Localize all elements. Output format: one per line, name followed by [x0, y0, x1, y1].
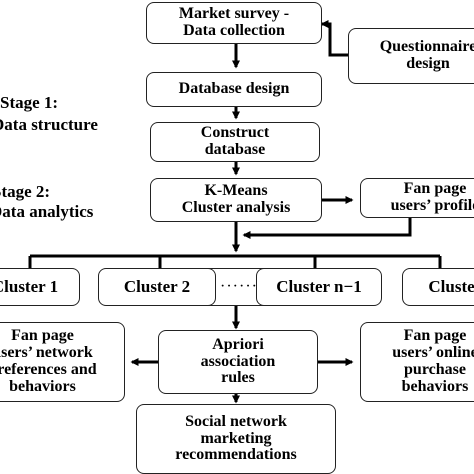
social-line3: recommendations [175, 446, 297, 464]
cluster-1-label: Cluster 1 [0, 277, 59, 297]
kmeans-line1: K-Means [204, 182, 268, 200]
arrow-questionnaire-to-survey [320, 20, 350, 57]
construct-database-box: Construct database [150, 122, 320, 162]
social-network-box: Social network marketing recommendations [136, 404, 336, 474]
stage1-title: Stage 1: [0, 93, 59, 112]
fan-profile-line2: users’ profile [390, 197, 474, 214]
market-survey-line2: Data collection [183, 22, 285, 39]
fan-purchase-line3: purchase [404, 361, 466, 378]
stage2-title: Stage 2: [0, 182, 51, 201]
database-design-line1: Database design [178, 80, 290, 98]
fan-network-line2: users’ network [0, 344, 93, 362]
kmeans-cluster-box: K-Means Cluster analysis [150, 178, 322, 222]
fan-network-line1: Fan page [11, 327, 74, 345]
social-line2: marketing [200, 429, 272, 447]
fan-purchase-line4: behaviors [401, 377, 469, 395]
construct-line1: Construct [200, 124, 270, 142]
database-design-box: Database design [146, 72, 322, 107]
cluster-1-box: Cluster 1 [0, 268, 80, 306]
fan-page-network-box: Fan page users’ network preferences and … [0, 322, 125, 402]
cluster-n-box: Cluster n [402, 268, 474, 306]
cluster-n-label: Cluster n [428, 277, 474, 297]
cluster-n-1-box: Cluster n−1 [256, 268, 382, 306]
fan-page-profile-box: Fan page users’ profile [360, 178, 474, 218]
apriori-line1: Apriori [212, 335, 264, 353]
market-survey-line1: Market survey - [178, 5, 290, 23]
fan-page-purchase-box: Fan page users’ online purchase behavior… [360, 322, 474, 402]
cluster-2-box: Cluster 2 [98, 268, 216, 306]
fan-network-line3: preferences and [0, 361, 97, 378]
questionnaire-line2: design [406, 55, 450, 72]
cluster-ellipsis: ······· [220, 278, 265, 295]
cluster-2-label: Cluster 2 [123, 277, 191, 297]
questionnaire-line1: Questionnaire [379, 38, 474, 56]
stage2-subtitle: Data analytics [0, 202, 94, 221]
social-line1: Social network [185, 412, 287, 430]
apriori-line3: rules [221, 369, 255, 387]
market-survey-box: Market survey - Data collection [146, 2, 322, 44]
fan-profile-line1: Fan page [403, 180, 467, 198]
arrow-profile-to-kmeans [242, 218, 412, 239]
questionnaire-design-box: Questionnaire design [348, 28, 474, 84]
cluster-n-1-label: Cluster n−1 [276, 277, 362, 297]
construct-line2: database [204, 141, 266, 158]
stage1-subtitle: Data structure [0, 115, 98, 134]
kmeans-line2: Cluster analysis [181, 199, 291, 216]
fan-purchase-line2: users’ online [392, 344, 474, 362]
apriori-line2: association [200, 352, 276, 370]
fan-purchase-line1: Fan page [403, 327, 467, 345]
apriori-box: Apriori association rules [158, 330, 318, 394]
fan-network-line4: behaviors [9, 377, 76, 395]
